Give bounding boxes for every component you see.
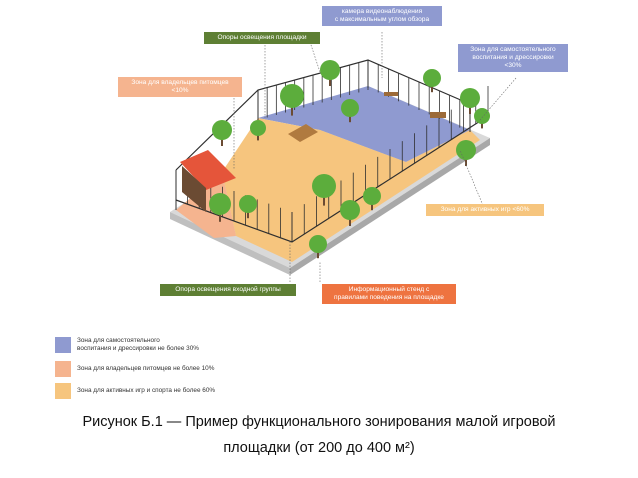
legend-swatch [55,383,71,399]
ground-slab-side [170,212,290,275]
tree [312,174,336,206]
figure-caption-line-1: Рисунок Б.1 — Пример функционального зон… [82,414,556,430]
table-obstacle [384,92,398,96]
legend-label: Зона для владельцев питомцев не более 10… [77,365,215,373]
tree [456,140,476,166]
shelter-roof [180,150,236,190]
tree [250,120,266,141]
callout-owners-zone: Зона для владельцев питомцев <10% [118,77,242,97]
zone-active-area [222,118,480,262]
legend-swatch [55,361,71,377]
tree [474,108,490,129]
trees [209,60,490,259]
figure-caption-line-2: площадки (от 200 до 400 м²) [223,440,415,456]
callout-active-zone: Зона для активных игр <60% [426,204,544,216]
callout-entrance-light: Опора освещения входной группы [160,284,296,296]
callout-camera: камера видеонаблюдения с максимальным уг… [322,6,442,26]
tree [363,187,381,211]
zone-training-area [258,86,470,162]
shelter-body [182,166,206,212]
tree [341,99,359,123]
tree [239,195,257,219]
tree [340,200,360,226]
ground-slab-side-right [290,138,490,275]
callout-lighting-poles: Опоры освещения площадки [204,32,320,44]
tree [309,235,327,259]
tree [423,69,441,93]
tree [280,84,304,116]
tunnel-obstacle [430,112,446,118]
legend-label: Зона для активных игр и спорта не более … [77,387,216,395]
tree [460,88,480,114]
legend-item-training: Зона для самостоятельного воспитания и д… [55,336,199,354]
tree [212,120,232,146]
legend-item-active: Зона для активных игр и спорта не более … [55,382,215,400]
callout-info-stand: Информационный стенд с правилами поведен… [322,284,456,304]
callout-self-training-zone: Зона для самостоятельного воспитания и д… [458,44,568,72]
leader-lines [233,32,517,282]
legend-label: Зона для самостоятельного воспитания и д… [77,337,199,352]
tree [320,60,340,86]
legend-item-owners: Зона для владельцев питомцев не более 10… [55,360,214,378]
tree [209,193,231,222]
ramp-obstacle [288,124,318,142]
legend-swatch [55,337,71,353]
